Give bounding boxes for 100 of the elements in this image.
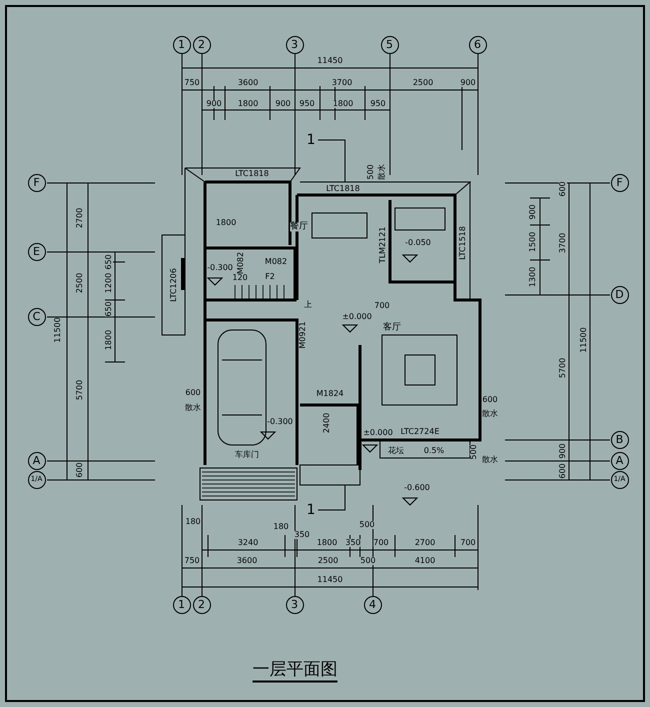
dimension-label: 4100: [414, 557, 436, 565]
dimension-label: 750: [184, 557, 200, 565]
section-label: 1: [306, 133, 316, 147]
dimension-label: 1300: [529, 266, 537, 288]
dimension-label: 11500: [580, 327, 588, 353]
dimension-label: 350: [345, 539, 361, 547]
opening-code: M1824: [316, 390, 344, 398]
axis-label: 3: [286, 36, 304, 54]
dimension-label: 500: [367, 164, 375, 180]
annotation-label: 散水: [482, 456, 498, 464]
elevation-label: -0.300: [207, 264, 233, 272]
dimension-label: 3700: [559, 232, 567, 254]
opening-code: M082: [237, 252, 245, 274]
room-label: 客厅: [383, 324, 401, 332]
opening-code: LTC1206: [170, 268, 178, 302]
annotation-label: F2: [265, 273, 275, 281]
dimension-label: 120: [232, 274, 248, 282]
axis-label: 3: [286, 596, 304, 614]
dimension-label: 11450: [317, 576, 343, 584]
dimension-label: 2500: [318, 557, 338, 565]
dimension-label: 2500: [412, 79, 434, 87]
elevation-label: -0.300: [267, 418, 293, 426]
dimension-label: 5700: [76, 380, 84, 400]
opening-code: LTC1518: [459, 226, 467, 260]
dimension-label: 650: [105, 301, 113, 317]
room-label: 餐厅: [290, 222, 308, 232]
dimension-label: 500: [470, 444, 478, 460]
opening-code: M0921: [299, 321, 307, 349]
axis-label: 2: [192, 36, 210, 54]
dimension-label: 700: [374, 302, 390, 310]
dimension-label: 900: [529, 204, 537, 220]
dimension-label: 500: [360, 557, 376, 565]
dimension-label: 950: [299, 100, 315, 108]
opening-code: LTC1818: [235, 170, 269, 178]
dimension-label: 600: [482, 396, 498, 404]
axis-label: A: [610, 452, 628, 470]
dimension-label: 900: [460, 79, 476, 87]
dimension-label: 500: [359, 521, 375, 529]
annotation-label: 花坛: [388, 447, 404, 455]
axis-label: A: [28, 452, 46, 470]
elevation-label: ±0.000: [342, 313, 372, 321]
dimension-label: 3600: [236, 557, 258, 565]
dimension-label: 1800: [332, 100, 354, 108]
dimension-label: 2700: [414, 539, 436, 547]
annotation-label: 散水: [378, 164, 386, 180]
dimension-label: 180: [185, 518, 201, 526]
annotation-label: 车库门: [235, 451, 259, 459]
section-label: 1: [306, 503, 316, 517]
axis-label: 4: [364, 596, 382, 614]
axis-label: 1: [172, 36, 190, 54]
dimension-label: 600: [559, 463, 567, 479]
dimension-label: 5700: [559, 358, 567, 378]
opening-code: M082: [264, 258, 288, 266]
annotation-label: 散水: [482, 410, 498, 418]
axis-label: E: [28, 242, 46, 260]
elevation-label: -0.600: [404, 484, 430, 492]
drawing-title: 一层平面图: [252, 662, 338, 682]
axis-label: 2: [192, 596, 210, 614]
opening-code: TLM2121: [379, 226, 387, 264]
dimension-label: 1500: [529, 232, 537, 252]
dimension-label: 2700: [76, 208, 84, 228]
dimension-label: 350: [294, 531, 310, 539]
opening-code: LTC1818: [326, 185, 360, 193]
axis-label: D: [610, 286, 628, 304]
dimension-label: 2500: [76, 272, 84, 294]
opening-code: LTC2724E: [400, 428, 440, 436]
dimension-label: 700: [373, 539, 389, 547]
dimension-label: 700: [460, 539, 476, 547]
dimension-label: 1800: [238, 100, 258, 108]
axis-label: B: [610, 430, 628, 448]
dimension-label: 3600: [238, 79, 258, 87]
dimension-label: 600: [559, 181, 567, 197]
dimension-label: 1800: [105, 330, 113, 350]
dimension-label: 900: [559, 443, 567, 459]
dimension-label: 180: [273, 523, 289, 531]
elevation-label: ±0.000: [363, 429, 393, 437]
annotation-label: 0.5%: [424, 447, 444, 455]
axis-label: 1: [172, 596, 190, 614]
dimension-label: 950: [370, 100, 386, 108]
dimension-label: 900: [275, 100, 291, 108]
dimension-label: 3240: [238, 539, 258, 547]
dimension-label: 1800: [316, 539, 338, 547]
elevation-label: -0.050: [405, 239, 431, 247]
axis-label: 6: [468, 36, 486, 54]
axis-label: F: [28, 174, 46, 192]
dimension-label: 1200: [105, 272, 113, 294]
axis-label: F: [610, 174, 628, 192]
dimension-label: 600: [185, 389, 201, 397]
dimension-label: 900: [206, 100, 222, 108]
annotation-label: 上: [304, 301, 312, 309]
dimension-label: 650: [105, 254, 113, 270]
dimension-label: 11500: [54, 317, 62, 343]
dimension-label: 750: [184, 79, 200, 87]
dimension-label: 11450: [317, 57, 343, 65]
axis-label: 5: [380, 36, 398, 54]
dimension-label: 2400: [323, 412, 331, 434]
axis-label: C: [28, 308, 46, 326]
dimension-label: 3700: [332, 79, 352, 87]
dimension-label: 600: [76, 462, 84, 478]
annotation-label: 散水: [185, 404, 201, 412]
